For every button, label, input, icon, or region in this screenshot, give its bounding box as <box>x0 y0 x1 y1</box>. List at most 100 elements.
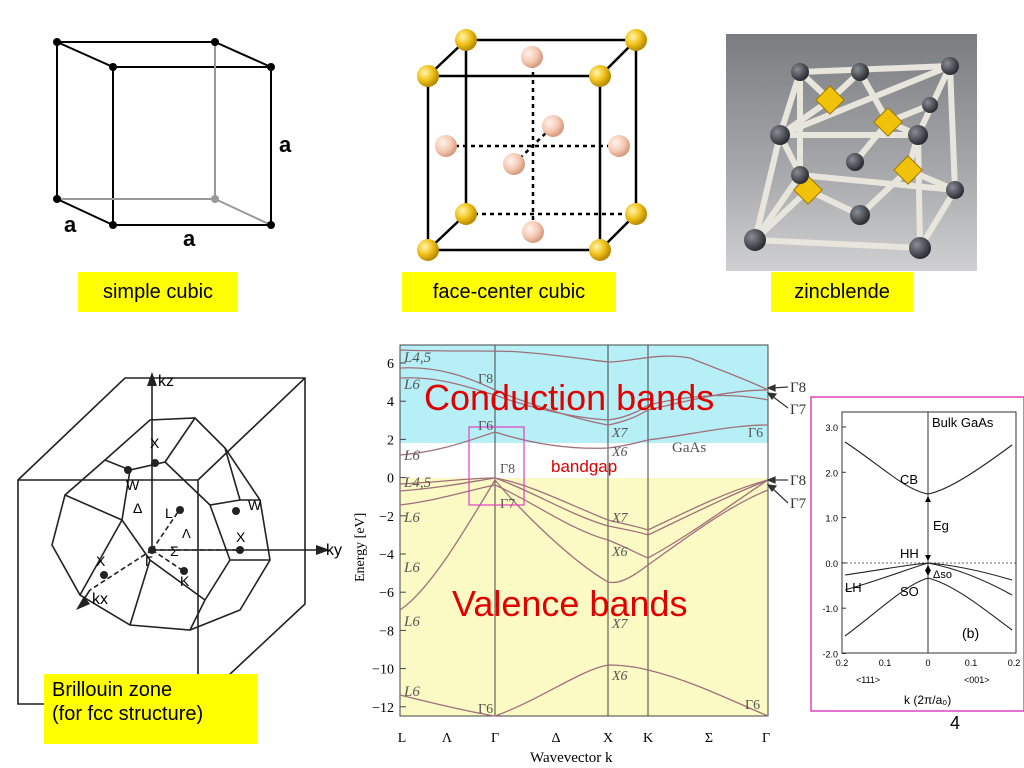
caption-brillouin-line2: (for fcc structure) <box>52 703 204 725</box>
bz-point-w-left: W <box>126 477 140 493</box>
energy-tick-label: −4 <box>379 548 394 563</box>
conduction-bands-overlay: Conduction bands <box>424 377 714 418</box>
label-l6-a: L6 <box>403 377 420 393</box>
bz-point-gamma: Γ <box>145 553 153 569</box>
bz-point-l: L <box>165 505 173 521</box>
label-l6-f: L6 <box>403 684 420 700</box>
fcc-diagram <box>417 29 647 261</box>
wavevector-tick-label: Σ <box>705 731 713 746</box>
right-label-gamma7-vb: Γ7 <box>790 496 807 512</box>
caption-brillouin-zone: Brillouin zone (for fcc structure) <box>44 674 258 744</box>
label-gamma8-vb: Γ8 <box>500 462 515 477</box>
inset-k-tick-label: 0.2 <box>836 658 849 668</box>
bz-point-x-front: X <box>96 553 106 569</box>
inset-energy-tick-label: -2.0 <box>822 650 838 660</box>
inset-dir-111: <111> <box>856 675 880 685</box>
simple-cubic-diagram: a a a <box>53 38 292 251</box>
label-x7-cb: X7 <box>611 426 629 441</box>
inset-energy-tick-label: 0.0 <box>825 559 838 569</box>
bz-point-sigma: Σ <box>170 543 179 559</box>
wavevector-tick-label: Δ <box>551 731 560 746</box>
inset-title: Bulk GaAs <box>932 415 994 430</box>
label-l6-c: L6 <box>403 510 420 526</box>
kx-axis-label: kx <box>92 591 108 608</box>
wavevector-tick-label: Γ <box>491 731 499 746</box>
energy-tick-label: −10 <box>372 663 394 678</box>
label-x7-deep: X7 <box>611 617 629 632</box>
caption-zincblende: zincblende <box>771 272 913 312</box>
energy-tick-label: −8 <box>379 624 394 639</box>
inset-energy-tick-label: -1.0 <box>822 604 838 614</box>
energy-tick-label: −12 <box>372 701 394 716</box>
inset-lh-label: LH <box>845 580 862 595</box>
valence-bands-overlay: Valence bands <box>452 583 688 624</box>
right-label-gamma7-cb: Γ7 <box>790 402 807 418</box>
label-gamma8-top: Γ8 <box>478 372 493 387</box>
band-curves <box>399 349 769 717</box>
slide-number: 4 <box>950 713 960 733</box>
caption-simple-cubic: simple cubic <box>78 272 238 312</box>
caption-fcc: face-center cubic <box>402 272 616 312</box>
bz-point-k: K <box>180 573 190 589</box>
bz-point-x-top: X <box>150 435 160 451</box>
wavevector-tick-label: Λ <box>442 731 453 746</box>
label-x6-vb: X6 <box>611 545 628 560</box>
wavevector-tick-label: L <box>398 731 407 746</box>
conduction-band-region <box>400 345 768 443</box>
energy-tick-label: 2 <box>387 433 394 448</box>
material-label: GaAs <box>672 440 706 456</box>
energy-tick-label: −6 <box>379 586 394 601</box>
edge-label-depth: a <box>64 212 77 237</box>
brillouin-zone-diagram: kz ky kx X W L Λ Δ Σ Γ K X X W <box>17 372 342 705</box>
label-gamma6-cb: Γ6 <box>478 419 493 434</box>
label-l6-b: L6 <box>403 448 420 464</box>
label-gamma7-vb: Γ7 <box>500 497 515 512</box>
inset-cb-label: CB <box>900 472 918 487</box>
right-label-gamma8-vb: Γ8 <box>790 473 806 489</box>
inset-energy-tick-label: 3.0 <box>825 423 838 433</box>
right-label-gamma8-cb: Γ8 <box>790 380 806 396</box>
wavevector-tick-label: Γ <box>762 731 770 746</box>
label-x6-cb: X6 <box>611 445 628 460</box>
inset-k-tick-label: 0.1 <box>965 658 978 668</box>
bz-point-x-right: X <box>236 529 246 545</box>
energy-axis-label: Energy [eV] <box>353 513 368 582</box>
edge-label-width: a <box>183 226 196 251</box>
bz-point-delta: Δ <box>133 500 142 516</box>
energy-tick-label: 0 <box>387 472 394 487</box>
bandgap-highlight-box <box>468 426 525 506</box>
inset-dso-label: Δso <box>933 569 952 581</box>
label-gamma6-bottom: Γ6 <box>478 702 493 717</box>
inset-dir-001: <001> <box>964 675 990 685</box>
label-gamma6-right-bottom: Γ6 <box>745 698 760 713</box>
bz-point-w-right: W <box>248 497 262 513</box>
ky-axis-label: ky <box>326 542 342 559</box>
bz-point-lambda: Λ <box>182 526 191 541</box>
kz-axis-label: kz <box>158 373 174 390</box>
label-l6-d: L6 <box>403 560 420 576</box>
inset-k-tick-label: 0.1 <box>879 658 892 668</box>
energy-tick-label: 4 <box>387 395 394 410</box>
inset-energy-tick-labels: 3.0 2.0 1.0 0.0 -1.0 -2.0 <box>822 423 838 660</box>
bandgap-overlay: bandgap <box>551 457 617 476</box>
label-l6-e: L6 <box>403 614 420 630</box>
label-x6-deep: X6 <box>611 669 628 684</box>
wavevector-axis-label: Wavevector k <box>530 750 613 766</box>
inset-energy-tick-label: 1.0 <box>825 514 838 524</box>
inset-energy-tick-label: 2.0 <box>825 468 838 478</box>
wavevector-tick-label: K <box>643 731 653 746</box>
label-l45-top: L4,5 <box>403 350 432 366</box>
inset-so-label: SO <box>900 584 919 599</box>
energy-tick-label: −2 <box>379 510 394 525</box>
caption-brillouin-line1: Brillouin zone <box>52 679 173 701</box>
inset-k-tick-label: 0.2 <box>1008 658 1021 668</box>
label-l45-mid: L4,5 <box>403 475 432 491</box>
inset-panel-label: (b) <box>962 625 979 641</box>
inset-x-axis-label: k (2π/a₀) <box>904 693 951 707</box>
